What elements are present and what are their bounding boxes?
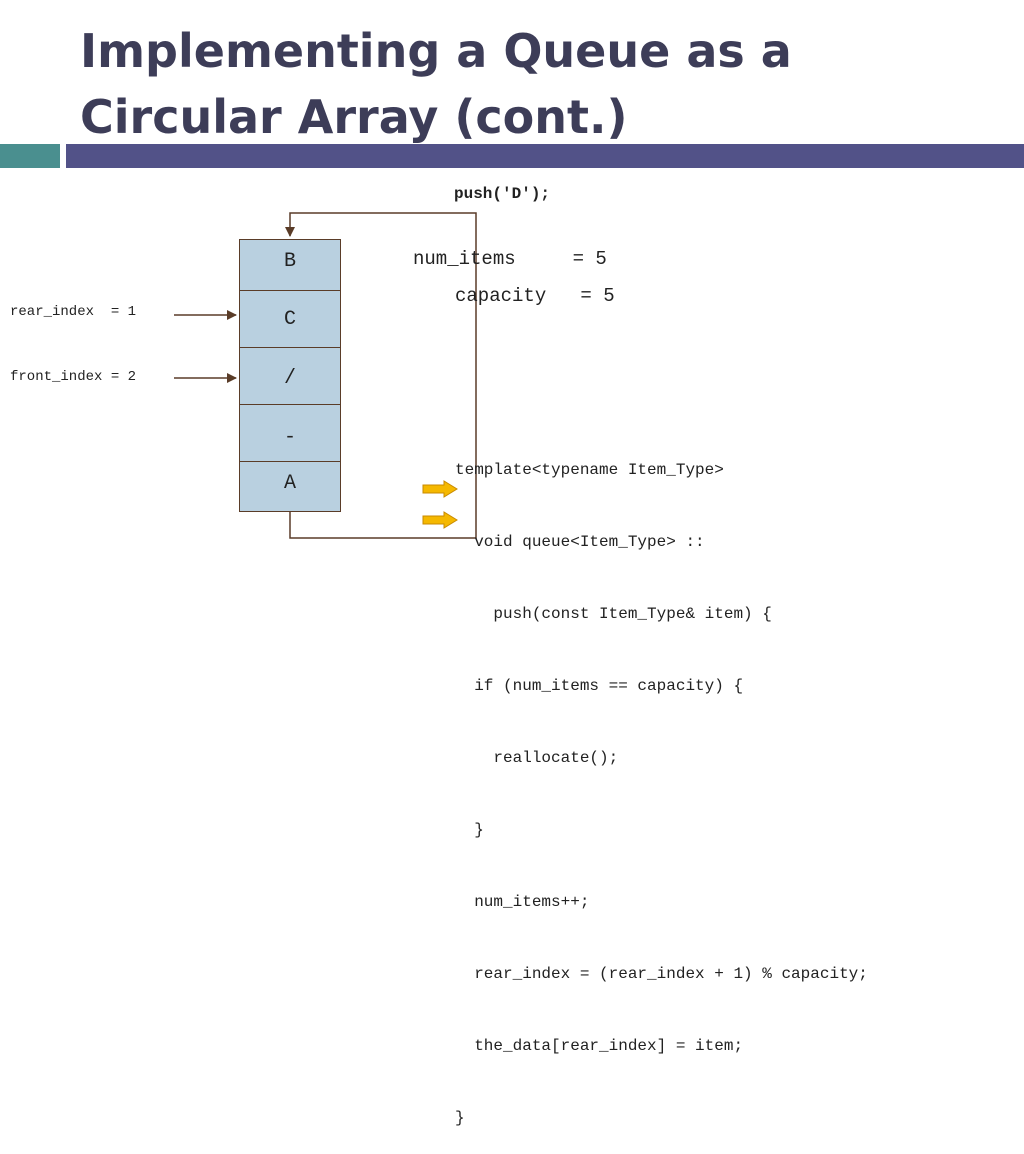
code-line: reallocate(); [455,749,619,767]
code-line: void queue<Item_Type> :: [455,533,705,551]
highlight-arrow-icon [422,480,458,498]
array-cell-4: A [239,461,341,512]
slide-title: Implementing a Queue as a Circular Array… [80,24,792,144]
array-cell-3: - [239,404,341,462]
header-accent-bar [0,144,60,168]
code-line: rear_index = (rear_index + 1) % capacity… [455,965,868,983]
array-cell-2: / [239,347,341,405]
rear-index-label: rear_index = 1 [10,304,137,320]
highlight-arrow-icon [422,511,458,529]
code-line: the_data[rear_index] = item; [455,1037,744,1055]
code-line: } [455,821,484,839]
front-index-label: front_index = 2 [10,369,137,385]
code-line: if (num_items == capacity) { [455,677,744,695]
code-line: } [455,1109,465,1127]
num-items-value: num_items = 5 [413,248,607,270]
code-block: template<typename Item_Type> void queue<… [455,410,868,1154]
array-cell-0: B [239,239,341,291]
array-cell-1: C [239,290,341,348]
capacity-value: capacity = 5 [455,285,615,307]
code-line: push(const Item_Type& item) { [455,605,772,623]
operation-label: push('D'); [454,185,551,203]
diagram-wires [174,212,477,539]
code-line: template<typename Item_Type> [455,461,724,479]
header-bar [66,144,1024,168]
wraparound-line [285,212,477,539]
code-line: num_items++; [455,893,590,911]
